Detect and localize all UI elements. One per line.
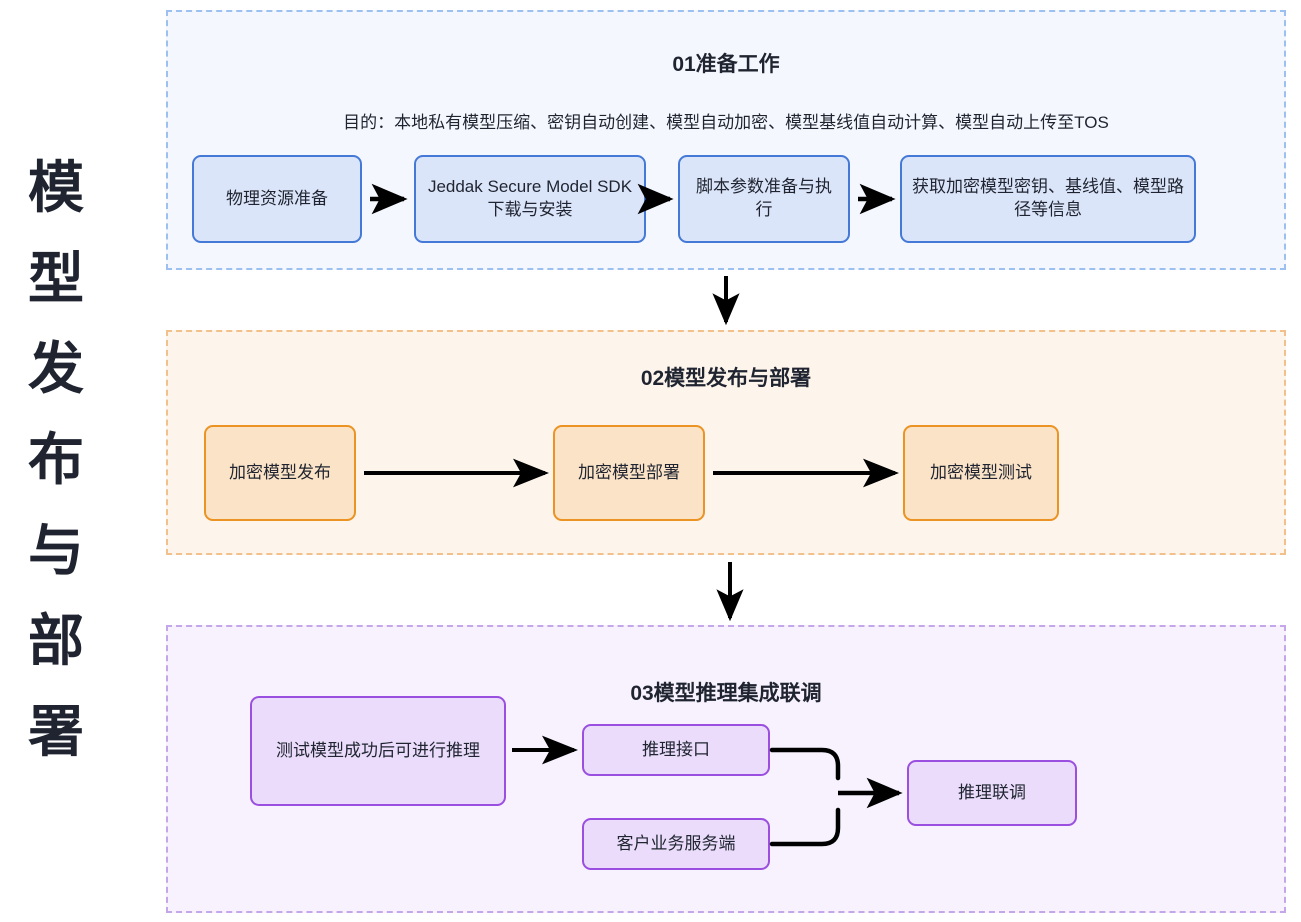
title-char-6: 署 [28,699,84,763]
node-encrypted-model-test[interactable]: 加密模型测试 [903,425,1059,521]
node-test-success-then-infer[interactable]: 测试模型成功后可进行推理 [250,696,506,806]
node-inference-joint-debug[interactable]: 推理联调 [907,760,1077,826]
node-label: 加密模型发布 [229,462,331,482]
title-char-3: 布 [28,427,84,491]
section-title-preparation: 01准备工作 [672,53,780,76]
node-fetch-key-baseline-path[interactable]: 获取加密模型密钥、基线值、模型路径等信息 [900,155,1196,243]
node-label: Jeddak Secure Model SDK下载与安装 [427,177,633,219]
node-label: 加密模型测试 [930,462,1032,482]
page-title-vertical: 模 型 发 布 与 部 署 [8,160,104,760]
node-script-param-exec[interactable]: 脚本参数准备与执行 [678,155,850,243]
node-encrypted-model-deploy[interactable]: 加密模型部署 [553,425,705,521]
node-customer-business-server[interactable]: 客户业务服务端 [582,818,770,870]
node-label: 物理资源准备 [226,188,328,208]
node-label: 客户业务服务端 [616,833,736,853]
node-label: 获取加密模型密钥、基线值、模型路径等信息 [912,177,1184,219]
title-char-5: 部 [28,609,84,673]
title-char-1: 型 [28,246,84,310]
node-sdk-download-install[interactable]: Jeddak Secure Model SDK下载与安装 [414,155,646,243]
section-subtitle-preparation: 目的：本地私有模型压缩、密钥自动创建、模型自动加密、模型基线值自动计算、模型自动… [343,113,1109,132]
node-label: 脚本参数准备与执行 [696,177,832,219]
node-physical-resource-prep[interactable]: 物理资源准备 [192,155,362,243]
node-encrypted-model-release[interactable]: 加密模型发布 [204,425,356,521]
section-title-inference-integration: 03模型推理集成联调 [630,682,822,705]
node-inference-api[interactable]: 推理接口 [582,724,770,776]
title-char-0: 模 [28,156,84,219]
node-label: 推理接口 [642,739,710,759]
node-label: 测试模型成功后可进行推理 [276,740,480,760]
title-char-2: 发 [28,337,84,401]
node-label: 推理联调 [958,782,1026,802]
section-title-release-deploy: 02模型发布与部署 [640,367,812,390]
node-label: 加密模型部署 [578,462,680,482]
title-char-4: 与 [28,518,84,582]
